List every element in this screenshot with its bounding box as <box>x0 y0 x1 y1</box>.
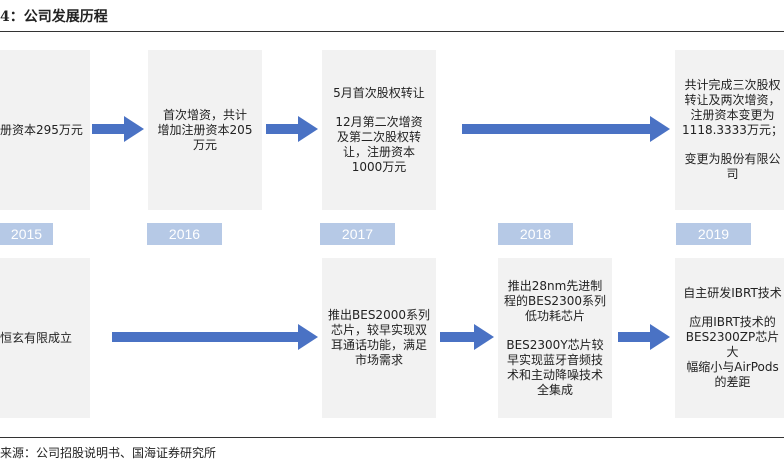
year-label-2018: 2018 <box>498 223 573 245</box>
card-text: 耳通话功能，满足 <box>330 338 427 352</box>
card-text: 术和主动降噪技术 <box>506 367 603 382</box>
card-text: 应用IBRT技术的 <box>689 315 776 329</box>
card-text: 全集成 <box>536 382 573 397</box>
card-text: 自主研发IBRT技术 <box>683 286 782 300</box>
card-text: 的差距 <box>714 375 751 389</box>
year-label-2015: 2015 <box>0 223 53 245</box>
card-text: 变更为股份有限公 <box>684 152 781 166</box>
figure-title: 4：公司发展历程 <box>0 9 108 25</box>
bottom-rule <box>0 437 784 438</box>
card-text: 转让及两次增资， <box>684 93 781 107</box>
card-text: 万元 <box>192 137 217 152</box>
card-bottom-2019: 自主研发IBRT技术 应用IBRT技术的 BES2300ZP芯片大 幅缩小与Ai… <box>675 258 784 418</box>
card-text: BES2300Y芯片较 <box>506 337 604 352</box>
card-top-2019: 共计完成三次股权 转让及两次增资， 注册资本变更为 1118.3333万元； 变… <box>675 50 784 210</box>
arrow-right-icon <box>266 116 318 142</box>
year-label-2017: 2017 <box>320 223 395 245</box>
year-label-2016: 2016 <box>147 223 222 245</box>
card-text: 程的BES2300系列 <box>504 293 606 308</box>
card-bottom-2015: 恒玄有限成立 <box>0 258 90 418</box>
card-text: 让，注册资本 <box>342 144 415 159</box>
arrow-right-icon <box>462 116 670 142</box>
card-text: 共计完成三次股权 <box>684 78 781 92</box>
card-top-2017: 5月首次股权转让 12月第二次增资 及第二次股权转 让，注册资本 1000万元 <box>322 50 436 210</box>
card-top-2016: 首次增资，共计 增加注册资本205 万元 <box>148 50 262 210</box>
card-text: 册资本295万元 <box>0 122 83 137</box>
card-text: 早实现蓝牙音频技 <box>506 352 603 367</box>
card-text: 5月首次股权转让 <box>333 85 425 100</box>
card-text: 市场需求 <box>354 353 403 367</box>
arrow-right-icon <box>92 116 144 142</box>
card-text: 推出BES2000系列 <box>328 308 430 322</box>
card-text: 司 <box>726 167 739 181</box>
card-text: 12月第二次增资 <box>335 114 423 129</box>
card-bottom-2018: 推出28nm先进制 程的BES2300系列 低功耗芯片 BES2300Y芯片较 … <box>498 258 612 418</box>
card-text: 增加注册资本205 <box>157 122 253 137</box>
card-text: 芯片，较早实现双 <box>330 323 427 337</box>
card-text: 首次增资，共计 <box>162 107 247 122</box>
card-text: 低功耗芯片 <box>524 308 585 323</box>
card-text: 1000万元 <box>351 159 407 174</box>
arrow-right-icon <box>440 324 494 350</box>
year-label-2019: 2019 <box>676 223 751 245</box>
source-note: 来源：公司招股说明书、国海证券研究所 <box>0 446 217 460</box>
card-text: 1118.3333万元； <box>682 123 783 137</box>
card-top-2015: 册资本295万元 <box>0 50 90 210</box>
arrow-right-icon <box>112 324 318 350</box>
top-rule <box>0 31 784 32</box>
card-text: 幅缩小与AirPods <box>686 360 779 374</box>
card-text: 推出28nm先进制 <box>507 278 603 293</box>
card-text: 恒玄有限成立 <box>0 330 73 345</box>
card-text: BES2300ZP芯片大 <box>685 330 780 359</box>
arrow-right-icon <box>618 324 670 350</box>
card-text: 及第二次股权转 <box>336 129 421 144</box>
card-text: 注册资本变更为 <box>690 108 775 122</box>
card-bottom-2017: 推出BES2000系列 芯片，较早实现双 耳通话功能，满足 市场需求 <box>322 258 436 418</box>
